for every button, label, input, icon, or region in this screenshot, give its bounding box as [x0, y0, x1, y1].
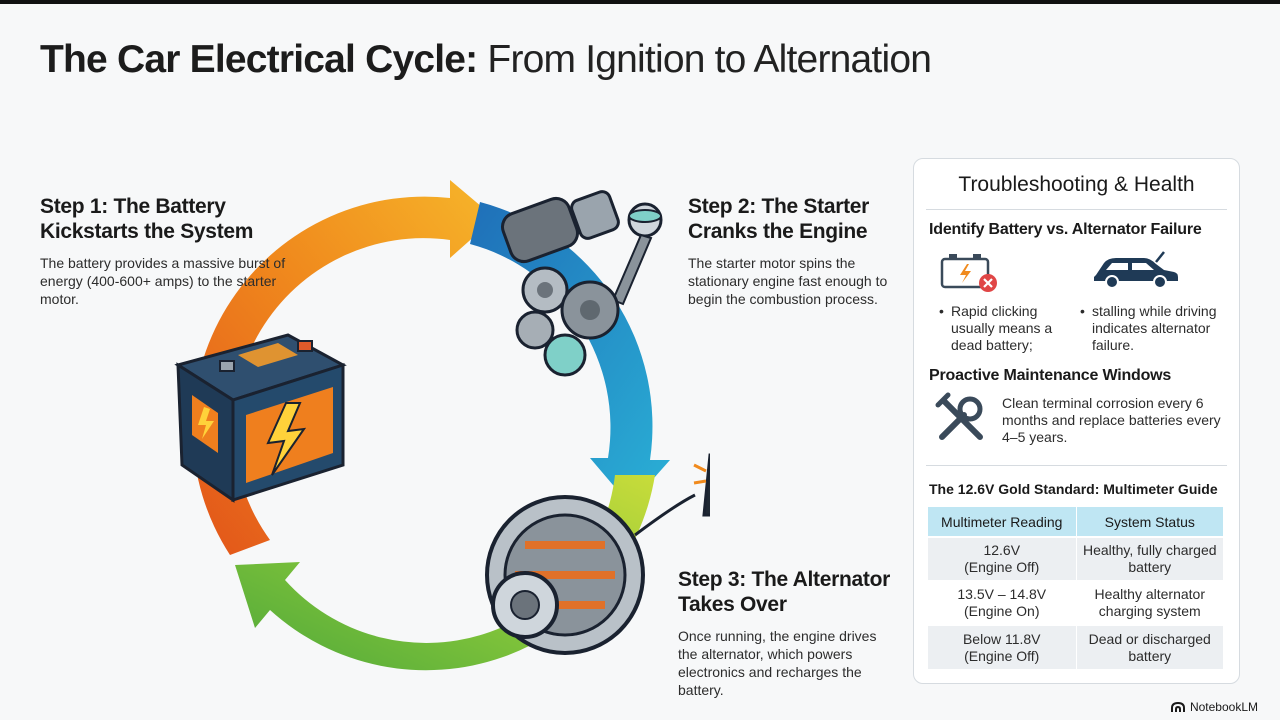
troubleshooting-panel: Troubleshooting & Health Identify Batter… — [913, 158, 1240, 684]
starter-motor-icon — [501, 190, 663, 377]
wrench-icon — [935, 392, 983, 440]
step-3-heading: Step 3: The Alternator Takes Over — [678, 568, 890, 616]
table-row: Below 11.8V(Engine Off) Dead or discharg… — [928, 624, 1224, 669]
battery-failure-note: • Rapid clicking usually means a dead ba… — [939, 303, 1074, 354]
dashboard-car-icon — [693, 453, 710, 517]
step-2-body: The starter motor spins the stationary e… — [688, 255, 888, 307]
panel-title: Troubleshooting & Health — [958, 173, 1195, 196]
panel-divider — [926, 209, 1227, 210]
multimeter-table: Multimeter Reading System Status 12.6V(E… — [928, 507, 1224, 669]
step-3-body: Once running, the engine drives the alte… — [678, 628, 877, 698]
step-2: Step 2: The Starter Cranks the Engine Th… — [688, 194, 908, 308]
table-row: 12.6V(Engine Off) Healthy, fully charged… — [928, 536, 1224, 581]
top-border — [0, 0, 1280, 4]
table-cell-status: Healthy alternator charging system — [1076, 580, 1224, 625]
alternator-icon — [485, 493, 696, 655]
battery-failure-text: Rapid clicking usually means a dead batt… — [951, 303, 1053, 353]
table-row: 13.5V – 14.8V(Engine On) Healthy alterna… — [928, 580, 1224, 625]
panel-divider-2 — [926, 465, 1227, 466]
table-header-status: System Status — [1076, 507, 1224, 537]
bullet-dot: • — [1080, 303, 1085, 319]
table-cell-reading: 12.6V(Engine Off) — [928, 536, 1077, 581]
notebooklm-logo-icon — [1170, 701, 1185, 712]
maintenance-heading: Proactive Maintenance Windows — [929, 367, 1172, 384]
step-1-heading: Step 1: The Battery Kickstarts the Syste… — [40, 195, 254, 243]
table-cell-status: Dead or discharged battery — [1076, 624, 1224, 669]
table-header-reading: Multimeter Reading — [928, 507, 1077, 537]
page-title: The Car Electrical Cycle: From Ignition … — [40, 38, 932, 82]
branding-text: NotebookLM — [1189, 700, 1258, 714]
multimeter-guide-heading: The 12.6V Gold Standard: Multimeter Guid… — [929, 481, 1218, 497]
branding: NotebookLM — [1170, 700, 1258, 714]
step-2-heading: Step 2: The Starter Cranks the Engine — [688, 195, 870, 243]
table-cell-status: Healthy, fully charged battery — [1076, 536, 1224, 581]
maintenance-text: Clean terminal corrosion every 6 months … — [1002, 395, 1221, 445]
car-icon — [1094, 251, 1178, 289]
alternator-failure-note: • stalling while driving indicates alter… — [1080, 303, 1230, 354]
step-1: Step 1: The Battery Kickstarts the Syste… — [40, 194, 290, 308]
battery-failure-icon — [940, 254, 997, 292]
identify-heading: Identify Battery vs. Alternator Failure — [929, 221, 1202, 238]
step-1-body: The battery provides a massive burst of … — [40, 255, 286, 307]
step-3: Step 3: The Alternator Takes Over Once r… — [678, 567, 898, 699]
table-cell-reading: 13.5V – 14.8V(Engine On) — [928, 580, 1077, 625]
battery-icon — [174, 333, 347, 503]
title-bold: The Car Electrical Cycle: — [40, 38, 478, 81]
cycle-arrow-orange — [192, 180, 495, 555]
alternator-failure-text: stalling while driving indicates alterna… — [1092, 303, 1217, 353]
table-cell-reading: Below 11.8V(Engine Off) — [928, 624, 1077, 669]
electrical-cycle-diagram — [174, 180, 710, 671]
bullet-dot: • — [939, 303, 944, 319]
title-light: From Ignition to Alternation — [487, 38, 932, 81]
cycle-arrow-blue — [470, 202, 670, 505]
